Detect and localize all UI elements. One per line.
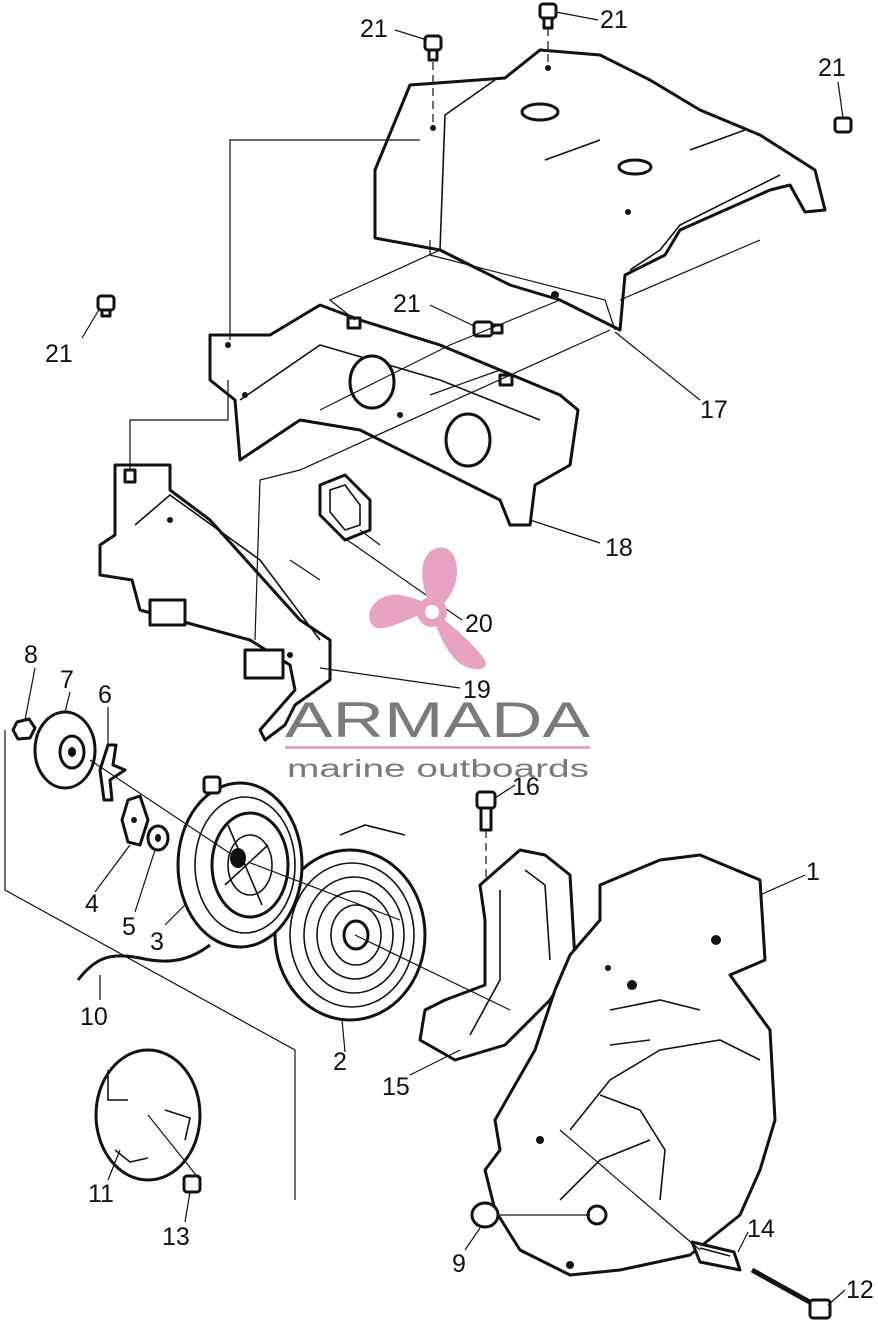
watermark-divider xyxy=(285,746,590,749)
part-7-drive-plate xyxy=(33,710,97,790)
callout-21: 21 xyxy=(818,54,846,82)
part-6-spring-clip xyxy=(98,743,127,802)
part-15-bracket xyxy=(418,848,577,1062)
callout-21: 21 xyxy=(360,15,388,43)
callout-4: 4 xyxy=(85,890,99,918)
callout-12: 12 xyxy=(846,1276,874,1304)
part-18-baffle-plate xyxy=(208,303,580,527)
assembly-lines xyxy=(4,28,761,1251)
part-16-bolt xyxy=(475,790,497,832)
callout-21: 21 xyxy=(393,290,421,318)
watermark-tagline: marine outboards xyxy=(287,755,589,783)
callout-13: 13 xyxy=(162,1223,190,1251)
armada-watermark: ARMADA marine outboards xyxy=(285,547,591,783)
callout-21: 21 xyxy=(45,340,73,368)
part-13-bolt xyxy=(182,1174,202,1194)
callout-19: 19 xyxy=(463,676,491,704)
part-10-starter-rope xyxy=(76,943,211,981)
callout-11: 11 xyxy=(88,1180,114,1208)
part-4-ratchet xyxy=(120,794,150,847)
callout-labels: 21 21 21 21 21 17 18 20 19 16 1 2 15 3 4… xyxy=(24,6,874,1304)
callout-16: 16 xyxy=(512,773,540,801)
callout-3: 3 xyxy=(150,928,164,956)
callout-8: 8 xyxy=(24,641,38,669)
part-17-top-cover xyxy=(373,48,827,332)
callout-18: 18 xyxy=(605,534,633,562)
callout-21: 21 xyxy=(600,6,628,34)
callout-14: 14 xyxy=(747,1215,775,1243)
part-2-recoil-spring xyxy=(273,824,427,1022)
propeller-logo-icon xyxy=(369,547,486,670)
callout-2: 2 xyxy=(333,1048,347,1076)
part-5-washer xyxy=(146,824,170,852)
callout-1: 1 xyxy=(806,858,820,886)
callout-9: 9 xyxy=(452,1250,466,1278)
part-9-nut xyxy=(470,1201,500,1229)
callout-17: 17 xyxy=(700,396,728,424)
part-19-lower-bracket xyxy=(98,463,332,742)
watermark-brand: ARMADA xyxy=(285,692,591,748)
callout-20: 20 xyxy=(465,610,493,638)
callout-7: 7 xyxy=(60,666,74,694)
part-12-long-bolt xyxy=(750,1267,832,1320)
part-20-gasket xyxy=(318,473,372,542)
leader-lines xyxy=(24,11,846,1306)
part-14-grommet xyxy=(690,1240,742,1272)
part-8-nut xyxy=(11,717,37,741)
part-3-pulley xyxy=(176,775,304,949)
callout-15: 15 xyxy=(382,1073,410,1101)
part-1-starter-housing xyxy=(483,853,777,1277)
callout-10: 10 xyxy=(80,1003,108,1031)
callout-5: 5 xyxy=(122,913,136,941)
callout-6: 6 xyxy=(98,681,112,709)
